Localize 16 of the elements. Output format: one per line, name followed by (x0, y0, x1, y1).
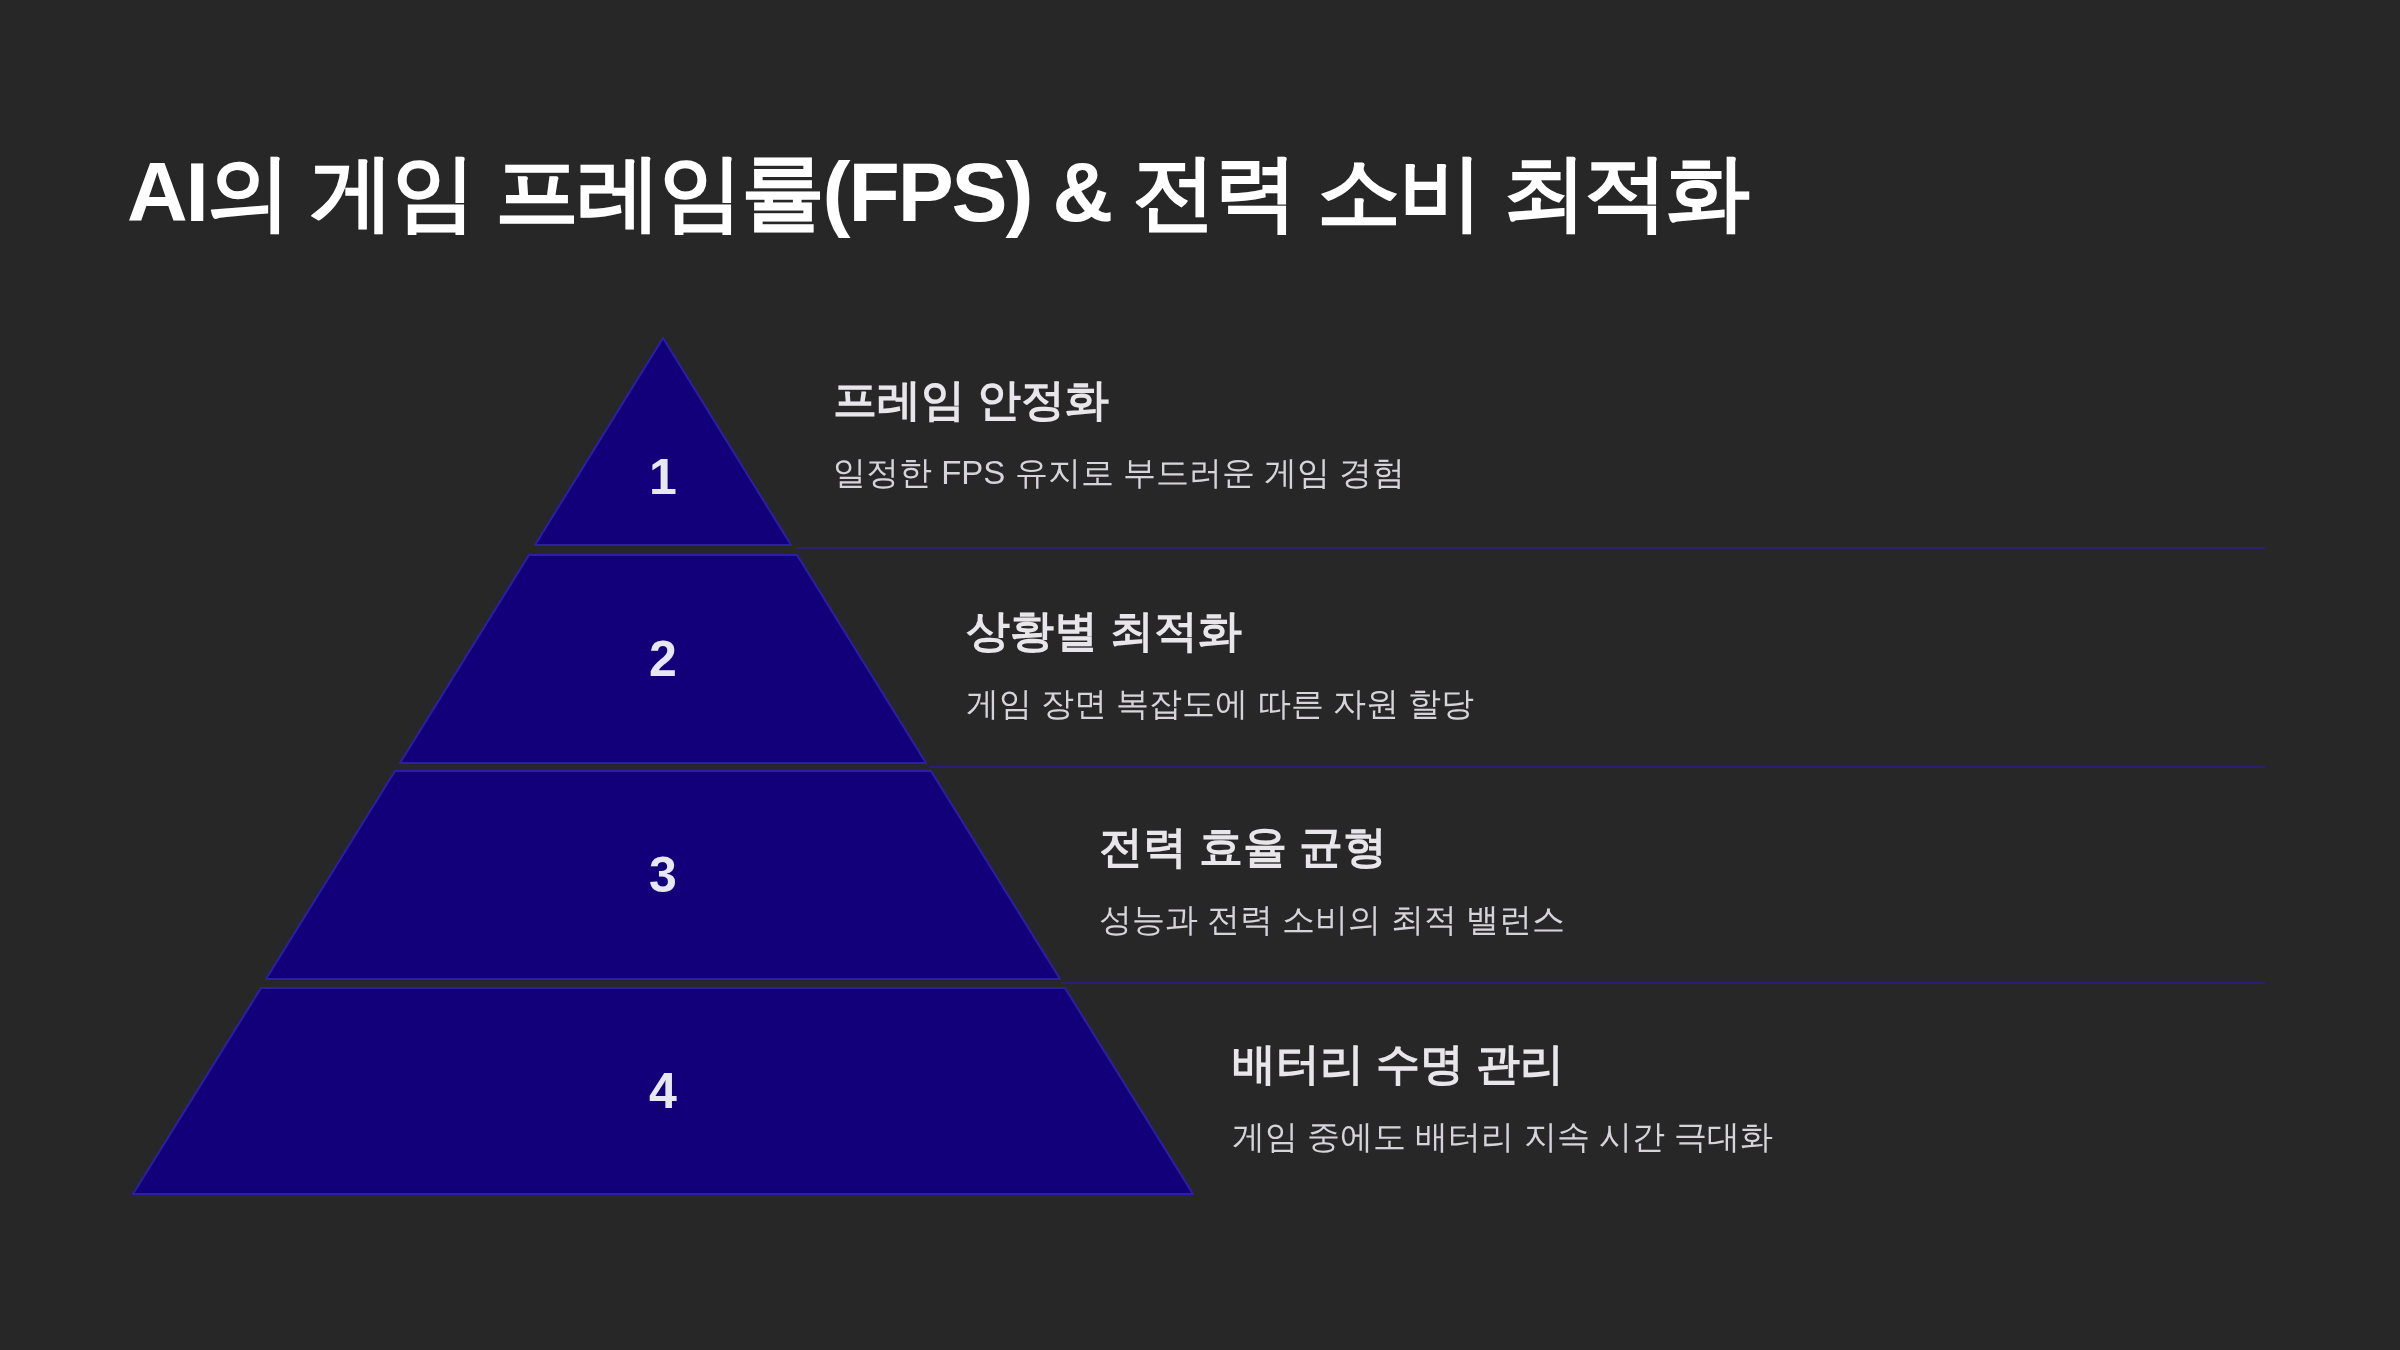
pyramid-tier (399, 554, 927, 764)
tier-number: 4 (649, 1066, 677, 1116)
tier-heading: 전력 효율 균형 (1099, 825, 1388, 869)
tier-heading: 배터리 수명 관리 (1232, 1042, 1565, 1086)
tier-description: 게임 중에도 배터리 지속 시간 극대화 (1232, 1120, 1773, 1153)
tier-number: 3 (649, 850, 677, 900)
pyramid-tier (132, 987, 1194, 1195)
tier-description: 일정한 FPS 유지로 부드러운 게임 경험 (833, 456, 1406, 489)
tier-description: 성능과 전력 소비의 최적 밸런스 (1099, 903, 1565, 936)
pyramid-tier (265, 770, 1061, 980)
tier-description: 게임 장면 복잡도에 따른 자원 할당 (966, 687, 1474, 720)
tier-heading: 프레임 안정화 (833, 378, 1110, 422)
tier-number: 2 (649, 634, 677, 684)
tier-heading: 상황별 최적화 (966, 609, 1243, 653)
pyramid-tier (534, 337, 792, 546)
tier-number: 1 (649, 451, 677, 502)
